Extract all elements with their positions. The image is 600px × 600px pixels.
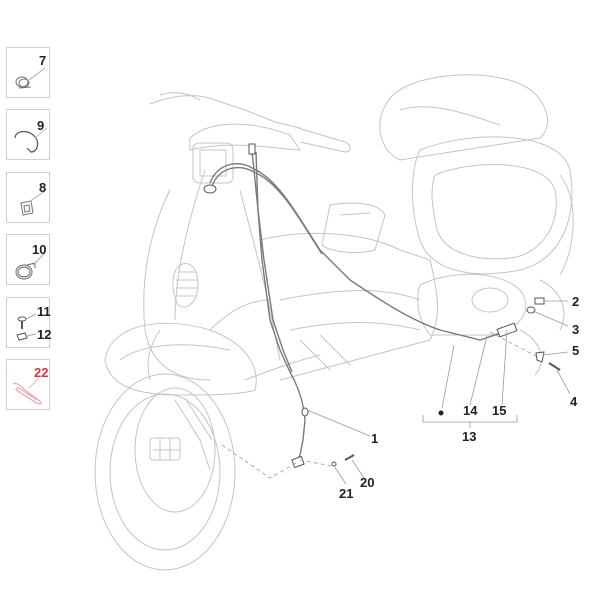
part-thumb-9[interactable]: 9 [6, 109, 50, 160]
callout-part-21[interactable]: 21 [339, 486, 354, 501]
callout-part-20[interactable]: 20 [360, 475, 375, 490]
callout-part-3[interactable]: 3 [572, 322, 580, 337]
callout-part-14[interactable]: 14 [463, 403, 478, 418]
cable-guide-icon [20, 190, 46, 216]
callout-part-2[interactable]: 2 [572, 294, 580, 309]
part-thumb-8[interactable]: 8 [6, 172, 50, 223]
part-number: 8 [39, 180, 47, 195]
callout-part-1[interactable]: 1 [371, 431, 379, 446]
screw-and-nut-icon [16, 313, 37, 341]
band-clamp-icon [15, 252, 46, 280]
part-number: 11 [37, 304, 51, 319]
part-number: 12 [37, 327, 52, 342]
part-thumb-10[interactable]: 10 [6, 234, 50, 285]
hose-clamp-icon [15, 67, 46, 89]
part-thumb-7[interactable]: 7 [6, 47, 50, 98]
callout-part-13[interactable]: 13 [462, 429, 477, 444]
part-thumb-22[interactable]: 22 [6, 359, 50, 410]
wire-clip-icon [14, 127, 48, 153]
part-thumb-11-12[interactable]: 11 12 [6, 297, 52, 348]
part-number: 9 [37, 118, 45, 133]
callout-part-4[interactable]: 4 [570, 394, 578, 409]
part-number: 22 [34, 365, 49, 380]
cable-assembly-marker [438, 410, 444, 416]
callout-part-5[interactable]: 5 [572, 343, 580, 358]
callout-part-15[interactable]: 15 [492, 403, 507, 418]
part-number: 7 [39, 53, 47, 68]
cable-tie-icon [12, 377, 43, 405]
part-number: 10 [32, 242, 47, 257]
